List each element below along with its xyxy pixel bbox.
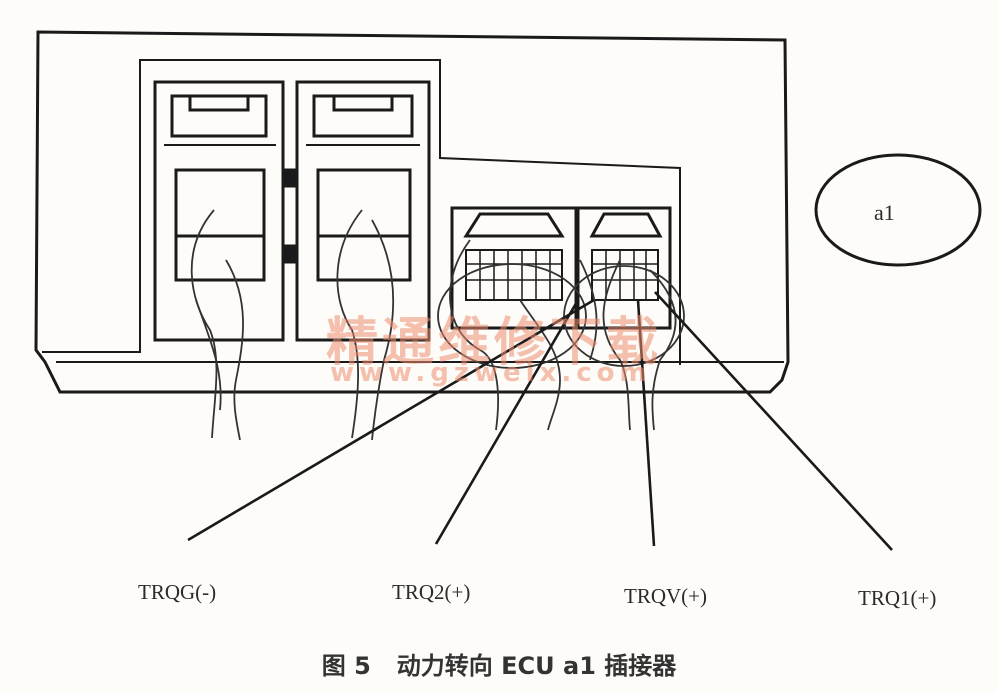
watermark-text: 精通维修下载	[326, 313, 663, 373]
pin-label-trq1: TRQ1(+)	[858, 586, 937, 610]
large-socket-2	[295, 80, 431, 342]
leader-trqg	[187, 298, 595, 542]
figure-caption: 图 5 动力转向 ECU a1 插接器	[0, 646, 998, 681]
caption-number: 图 5	[321, 652, 371, 680]
large-socket-1	[153, 80, 285, 342]
leader-trqv	[636, 299, 656, 547]
leader-lines	[187, 291, 893, 551]
connector-id-ellipse	[814, 153, 982, 267]
small-socket-2	[576, 206, 672, 330]
wire-bundles	[190, 209, 685, 441]
leader-trq1	[654, 291, 893, 551]
housing-inner-edge	[42, 59, 681, 365]
leader-trq2	[434, 299, 580, 545]
connector-id-label: a1	[874, 200, 895, 225]
pin-label-trq2: TRQ2(+)	[392, 580, 471, 604]
ecu-housing	[34, 30, 790, 394]
pin-label-trqv: TRQV(+)	[624, 584, 707, 608]
watermark-url: www.gzweix.com	[330, 358, 652, 388]
pin-label-trqg: TRQG(-)	[138, 580, 217, 604]
caption-title: 动力转向 ECU a1 插接器	[396, 652, 677, 680]
